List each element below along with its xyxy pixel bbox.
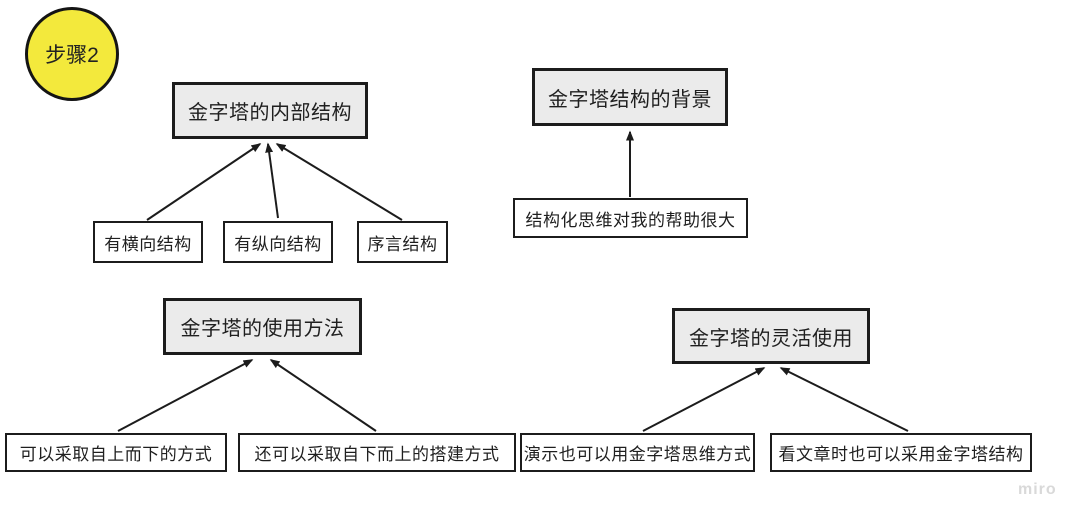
arrow-bottomup-to-usage[interactable] <box>269 359 377 432</box>
node-label: 结构化思维对我的帮助很大 <box>525 210 736 230</box>
node-horizontal-structure[interactable]: 有横向结构 <box>93 221 203 263</box>
miro-logo-watermark: miro <box>1018 481 1057 498</box>
node-label: 金字塔的灵活使用 <box>689 327 853 350</box>
arrow-topdown-to-usage[interactable] <box>117 359 254 432</box>
node-pyramid-structure-background[interactable]: 金字塔结构的背景 <box>532 68 728 126</box>
node-reading-pyramid-structure[interactable]: 看文章时也可以采用金字塔结构 <box>770 433 1032 472</box>
node-label: 金字塔的内部结构 <box>188 102 352 124</box>
node-label: 有纵向结构 <box>234 234 322 254</box>
node-pyramid-flexible-use[interactable]: 金字塔的灵活使用 <box>672 308 870 364</box>
node-structured-thinking-helps[interactable]: 结构化思维对我的帮助很大 <box>513 198 748 238</box>
arrow-preface-to-internal[interactable] <box>275 143 403 221</box>
step-badge-label: 步骤2 <box>45 44 99 67</box>
node-label: 序言结构 <box>367 234 438 254</box>
node-label: 金字塔的使用方法 <box>180 318 345 340</box>
node-label: 演示也可以用金字塔思维方式 <box>523 445 752 464</box>
node-bottom-up-approach[interactable]: 还可以采取自下而上的搭建方式 <box>238 433 516 472</box>
node-label: 看文章时也可以采用金字塔结构 <box>778 445 1024 464</box>
node-pyramid-internal-structure[interactable]: 金字塔的内部结构 <box>172 82 368 139</box>
node-label: 可以采取自上而下的方式 <box>19 445 213 464</box>
arrow-presentation-to-flexible[interactable] <box>642 367 766 432</box>
arrow-horizontal-to-internal[interactable] <box>146 143 262 221</box>
node-top-down-approach[interactable]: 可以采取自上而下的方式 <box>5 433 227 472</box>
node-preface-structure[interactable]: 序言结构 <box>357 221 448 263</box>
step-badge-circle[interactable]: 步骤2 <box>25 7 119 101</box>
node-presentation-pyramid-thinking[interactable]: 演示也可以用金字塔思维方式 <box>520 433 755 472</box>
node-label: 金字塔结构的背景 <box>548 88 712 111</box>
arrow-reading-to-flexible[interactable] <box>779 367 909 432</box>
node-label: 还可以采取自下而上的搭建方式 <box>254 445 500 464</box>
node-vertical-structure[interactable]: 有纵向结构 <box>223 221 333 263</box>
arrow-vertical-to-internal[interactable] <box>265 142 279 219</box>
node-pyramid-usage-method[interactable]: 金字塔的使用方法 <box>163 298 362 355</box>
node-label: 有横向结构 <box>104 234 192 254</box>
